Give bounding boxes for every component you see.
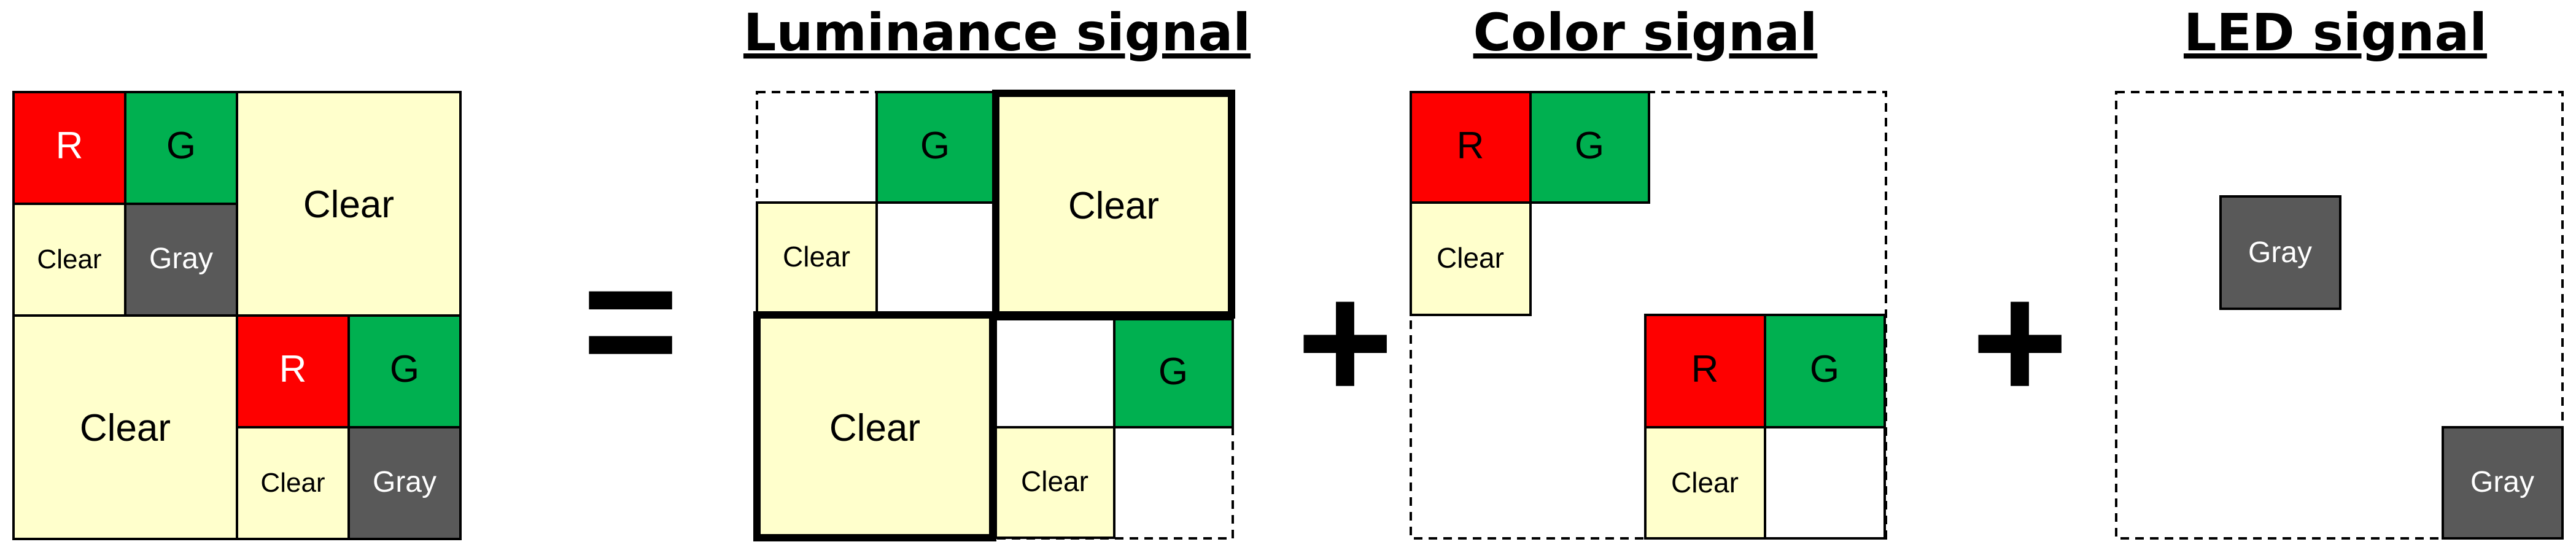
svg-text:G: G [920, 125, 950, 167]
svg-text:Clear: Clear [1021, 465, 1088, 497]
color-r-cell-1: R [1410, 91, 1532, 204]
svg-text:Clear: Clear [37, 244, 101, 274]
luminance-g-cell-1: G [875, 91, 995, 204]
color-clear-small-2: Clear [1644, 426, 1766, 540]
equals-sign: = [582, 228, 679, 413]
svg-text:R: R [1457, 125, 1484, 167]
svg-text:R: R [279, 348, 307, 390]
svg-text:G: G [1575, 125, 1604, 167]
svg-text:G: G [390, 348, 419, 390]
svg-text:G: G [1158, 351, 1188, 393]
color-g-cell-2: G [1764, 314, 1886, 428]
combined-gray-cell-2: Gray [347, 426, 462, 540]
color-r-cell-2: R [1644, 314, 1766, 428]
svg-text:Clear: Clear [260, 468, 325, 498]
luminance-empty-cell-2 [995, 318, 1115, 428]
svg-text:Clear: Clear [829, 407, 920, 449]
led-gray-cell-1: Gray [2219, 195, 2341, 310]
led-heading: LED signal [2184, 2, 2487, 63]
combined-clear-small-1: Clear [12, 203, 126, 317]
combined-gray-cell-1: Gray [124, 203, 238, 317]
svg-text:Clear: Clear [783, 241, 850, 273]
svg-text:Clear: Clear [303, 184, 394, 226]
color-heading: Color signal [1473, 2, 1818, 63]
luminance-heading: Luminance signal [743, 2, 1251, 63]
plus-sign-1: + [1297, 250, 1394, 435]
svg-text:Clear: Clear [1068, 185, 1159, 227]
plus-sign-2: + [1971, 250, 2068, 435]
svg-text:Gray: Gray [2248, 236, 2312, 269]
led-frame [2115, 91, 2564, 540]
luminance-clear-small-2: Clear [995, 426, 1115, 539]
svg-text:G: G [1810, 348, 1839, 390]
svg-text:Clear: Clear [1437, 242, 1504, 274]
combined-g-cell-2: G [347, 314, 462, 428]
led-panel: LED signal Gray Gray [2115, 2, 2564, 540]
svg-text:G: G [166, 125, 196, 167]
svg-text:R: R [1691, 348, 1719, 390]
luminance-clear-large-1: Clear [992, 90, 1235, 319]
combined-r-cell-2: R [236, 314, 350, 428]
combined-pattern: R G Clear Gray Clear Clear R G [12, 91, 462, 540]
svg-text:Clear: Clear [1671, 467, 1739, 498]
combined-g-cell-1: G [124, 91, 238, 205]
combined-clear-large-1: Clear [236, 91, 462, 317]
color-empty-cell [1764, 426, 1886, 540]
svg-text:Gray: Gray [149, 242, 213, 275]
led-gray-cell-2: Gray [2442, 426, 2564, 540]
luminance-clear-large-2: Clear [753, 311, 996, 541]
svg-text:Gray: Gray [373, 466, 436, 498]
combined-r-cell-1: R [12, 91, 126, 205]
combined-clear-large-2: Clear [12, 314, 238, 540]
color-g-cell-1: G [1529, 91, 1650, 204]
color-clear-small-1: Clear [1410, 201, 1532, 316]
svg-text:R: R [56, 125, 83, 167]
combined-clear-small-2: Clear [236, 426, 350, 540]
luminance-empty-cell-1 [875, 201, 995, 316]
svg-text:Gray: Gray [2470, 466, 2534, 498]
luminance-clear-small-1: Clear [756, 201, 878, 316]
color-panel: Color signal R G Clear R G Clear [1410, 2, 1887, 540]
luminance-g-cell-2: G [1113, 318, 1234, 428]
luminance-panel: Luminance signal G Clear Clear Clear G C… [743, 2, 1251, 541]
svg-text:Clear: Clear [80, 407, 171, 449]
